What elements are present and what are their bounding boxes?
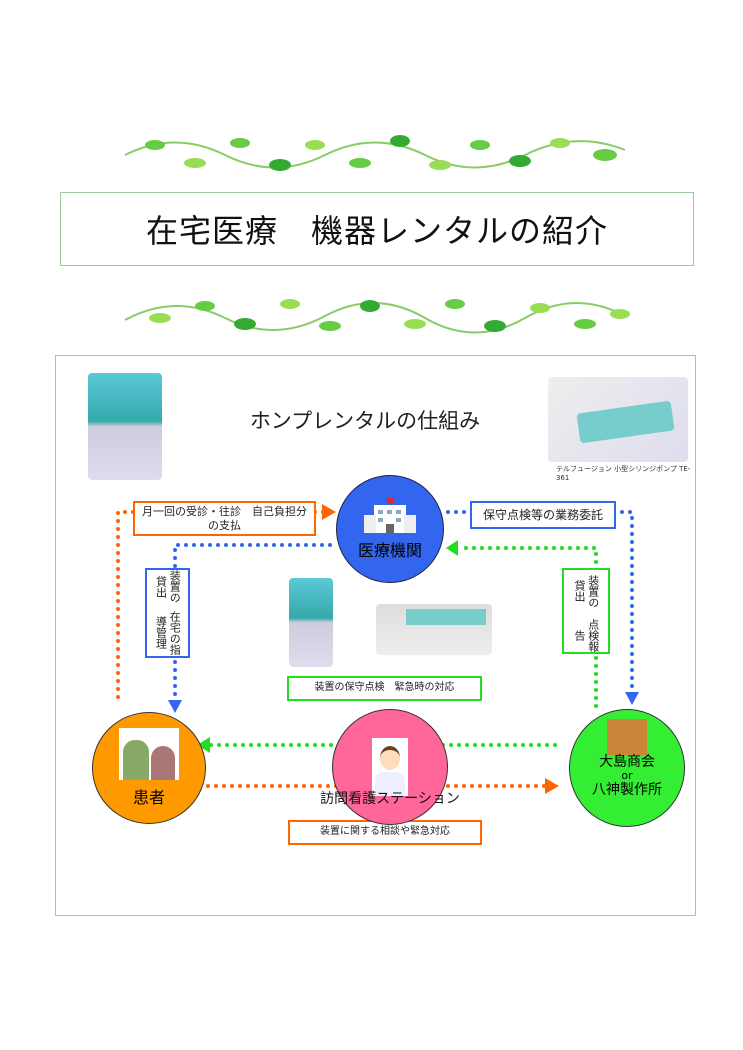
blue-line-hospital-to-company — [446, 510, 634, 692]
nurse-station-node — [332, 709, 448, 825]
syringe-pump-caption: テルフュージョン 小型シリンジポンプ TE-361 — [556, 465, 691, 482]
company-label-line2: or — [621, 769, 633, 783]
diagram-frame — [55, 355, 696, 916]
outsourcing-label-box: 保守点検等の業務委託 — [470, 501, 616, 529]
nurse-icon — [372, 738, 408, 796]
nurse-station-label: 訪問看護ステーション — [320, 791, 460, 807]
page-title: 在宅医療 機器レンタルの紹介 — [145, 212, 608, 250]
consultation-label-box: 装置に関する相談や緊急対応 — [288, 820, 482, 845]
payment-label-line1: 月一回の受診・往診 自己負担分 — [142, 504, 307, 518]
syringe-pump-image — [548, 377, 688, 462]
elderly-couple-icon — [119, 728, 179, 780]
page-title-box: 在宅医療 機器レンタルの紹介 — [60, 192, 694, 266]
orange-arrow-hospital — [322, 504, 336, 520]
maintenance-label: 装置の保守点検 緊急時の対応 — [314, 682, 455, 694]
maintenance-label-box: 装置の保守点検 緊急時の対応 — [287, 676, 482, 701]
infusion-pump-image — [88, 373, 162, 480]
syringe-pump-image-center — [376, 604, 492, 655]
green-line-company-to-hospital — [456, 546, 598, 708]
hospital-building-icon — [364, 498, 416, 533]
patient-node: 患者 — [92, 712, 206, 824]
green-arrow-patient — [197, 737, 210, 753]
blue-arrow-company — [625, 692, 639, 705]
company-building-icon — [607, 718, 647, 755]
company-node: 大島商会 or 八神製作所 — [569, 709, 685, 827]
right-label-col2: 点検報告 — [573, 618, 600, 652]
left-vertical-label-box: 装置の貸出 在宅の指導管理 — [145, 568, 190, 658]
vine-decoration-top — [124, 135, 626, 171]
left-label-col2: 在宅の指導管理 — [154, 610, 182, 655]
patient-label: 患者 — [132, 788, 165, 807]
blue-arrow-patient — [168, 700, 182, 713]
payment-label-box: 月一回の受診・往診 自己負担分の支払 — [133, 501, 316, 536]
company-label-line1: 大島商会 — [599, 753, 655, 770]
right-label-col1: 装置の貸出 — [573, 574, 600, 608]
right-vertical-label-box: 装置の貸出 点検報告 — [562, 568, 610, 654]
outsourcing-label: 保守点検等の業務委託 — [482, 507, 603, 522]
hospital-node: 医療機関 — [336, 475, 444, 583]
payment-label-line2: の支払 — [208, 518, 241, 532]
orange-line-patient-to-hospital — [116, 510, 135, 707]
hospital-label: 医療機関 — [357, 541, 422, 560]
orange-arrow-company — [545, 778, 559, 794]
vine-decoration-bottom — [124, 299, 630, 334]
infusion-pump-image-center — [289, 578, 333, 667]
left-label-col1: 装置の貸出 — [154, 570, 182, 604]
green-arrow-hospital — [446, 540, 458, 556]
consultation-label: 装置に関する相談や緊急対応 — [320, 826, 450, 838]
diagram-heading: ホンプレンタルの仕組み — [249, 409, 481, 433]
company-label-line3: 八神製作所 — [592, 782, 662, 799]
